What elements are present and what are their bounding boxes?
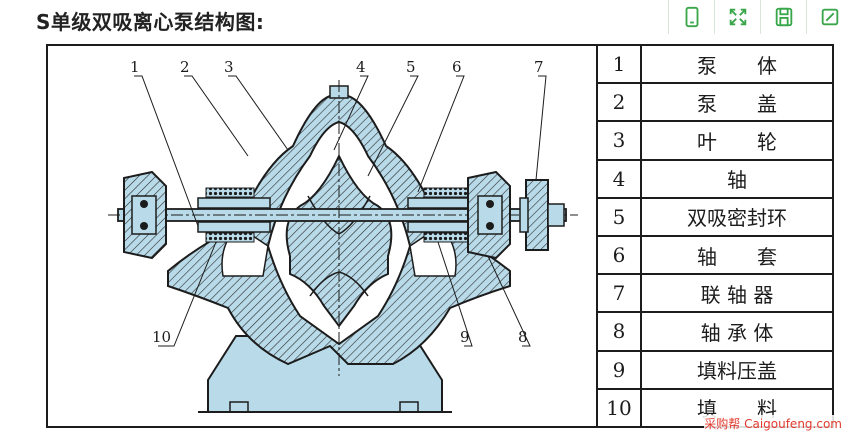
part-name: 双吸密封环 [640,196,832,237]
part-number: 2 [596,82,642,123]
callout-7: 7 [534,58,544,76]
packing-right-top [423,187,473,198]
edit-icon [821,8,838,26]
part-number: 10 [596,387,642,426]
shaft-sleeve-left-lower [197,221,271,233]
callout-2: 2 [180,58,190,76]
part-name: 填料压盖 [640,349,832,390]
callout-3: 3 [224,58,234,76]
toolbar [668,0,852,36]
callout-6: 6 [452,58,462,76]
part-name: 轴 [640,158,832,199]
page-title: S单级双吸离心泵结构图: [36,10,265,34]
save-button[interactable] [760,0,806,34]
phone-icon [685,6,698,28]
part-number: 5 [596,196,642,237]
coupling [525,179,549,251]
part-name: 轴 套 [640,234,832,276]
edit-button[interactable] [806,0,852,34]
pump-cross-section-diagram: 1 2 3 4 5 6 7 8 9 10 [108,58,578,413]
part-name: 联 轴 器 [640,273,832,314]
part-name: 泵 体 [640,46,832,85]
part-number: 1 [596,46,642,85]
part-number: 6 [596,234,642,276]
packing-left-bottom [205,232,255,243]
part-name: 轴 承 体 [640,311,832,352]
callout-5: 5 [406,58,416,76]
part-name: 叶 轮 [640,120,832,161]
part-number: 7 [596,273,642,314]
expand-button[interactable] [714,0,760,34]
shaft-sleeve-left [197,197,271,209]
callout-10: 10 [152,328,171,346]
phone-button[interactable] [668,0,714,34]
part-number: 9 [596,349,642,390]
packing-right-bottom [423,232,473,243]
packing-left-top [205,187,255,198]
part-number: 8 [596,311,642,352]
part-name: 泵 盖 [640,82,832,123]
callout-8: 8 [518,328,528,346]
expand-icon [729,8,746,26]
callout-1: 1 [130,58,140,76]
callout-9: 9 [460,328,470,346]
part-number: 3 [596,120,642,161]
watermark: 采购帮 Caigoufeng.com [704,415,842,432]
callout-4: 4 [356,58,366,76]
part-number: 4 [596,158,642,199]
save-icon [775,7,792,27]
